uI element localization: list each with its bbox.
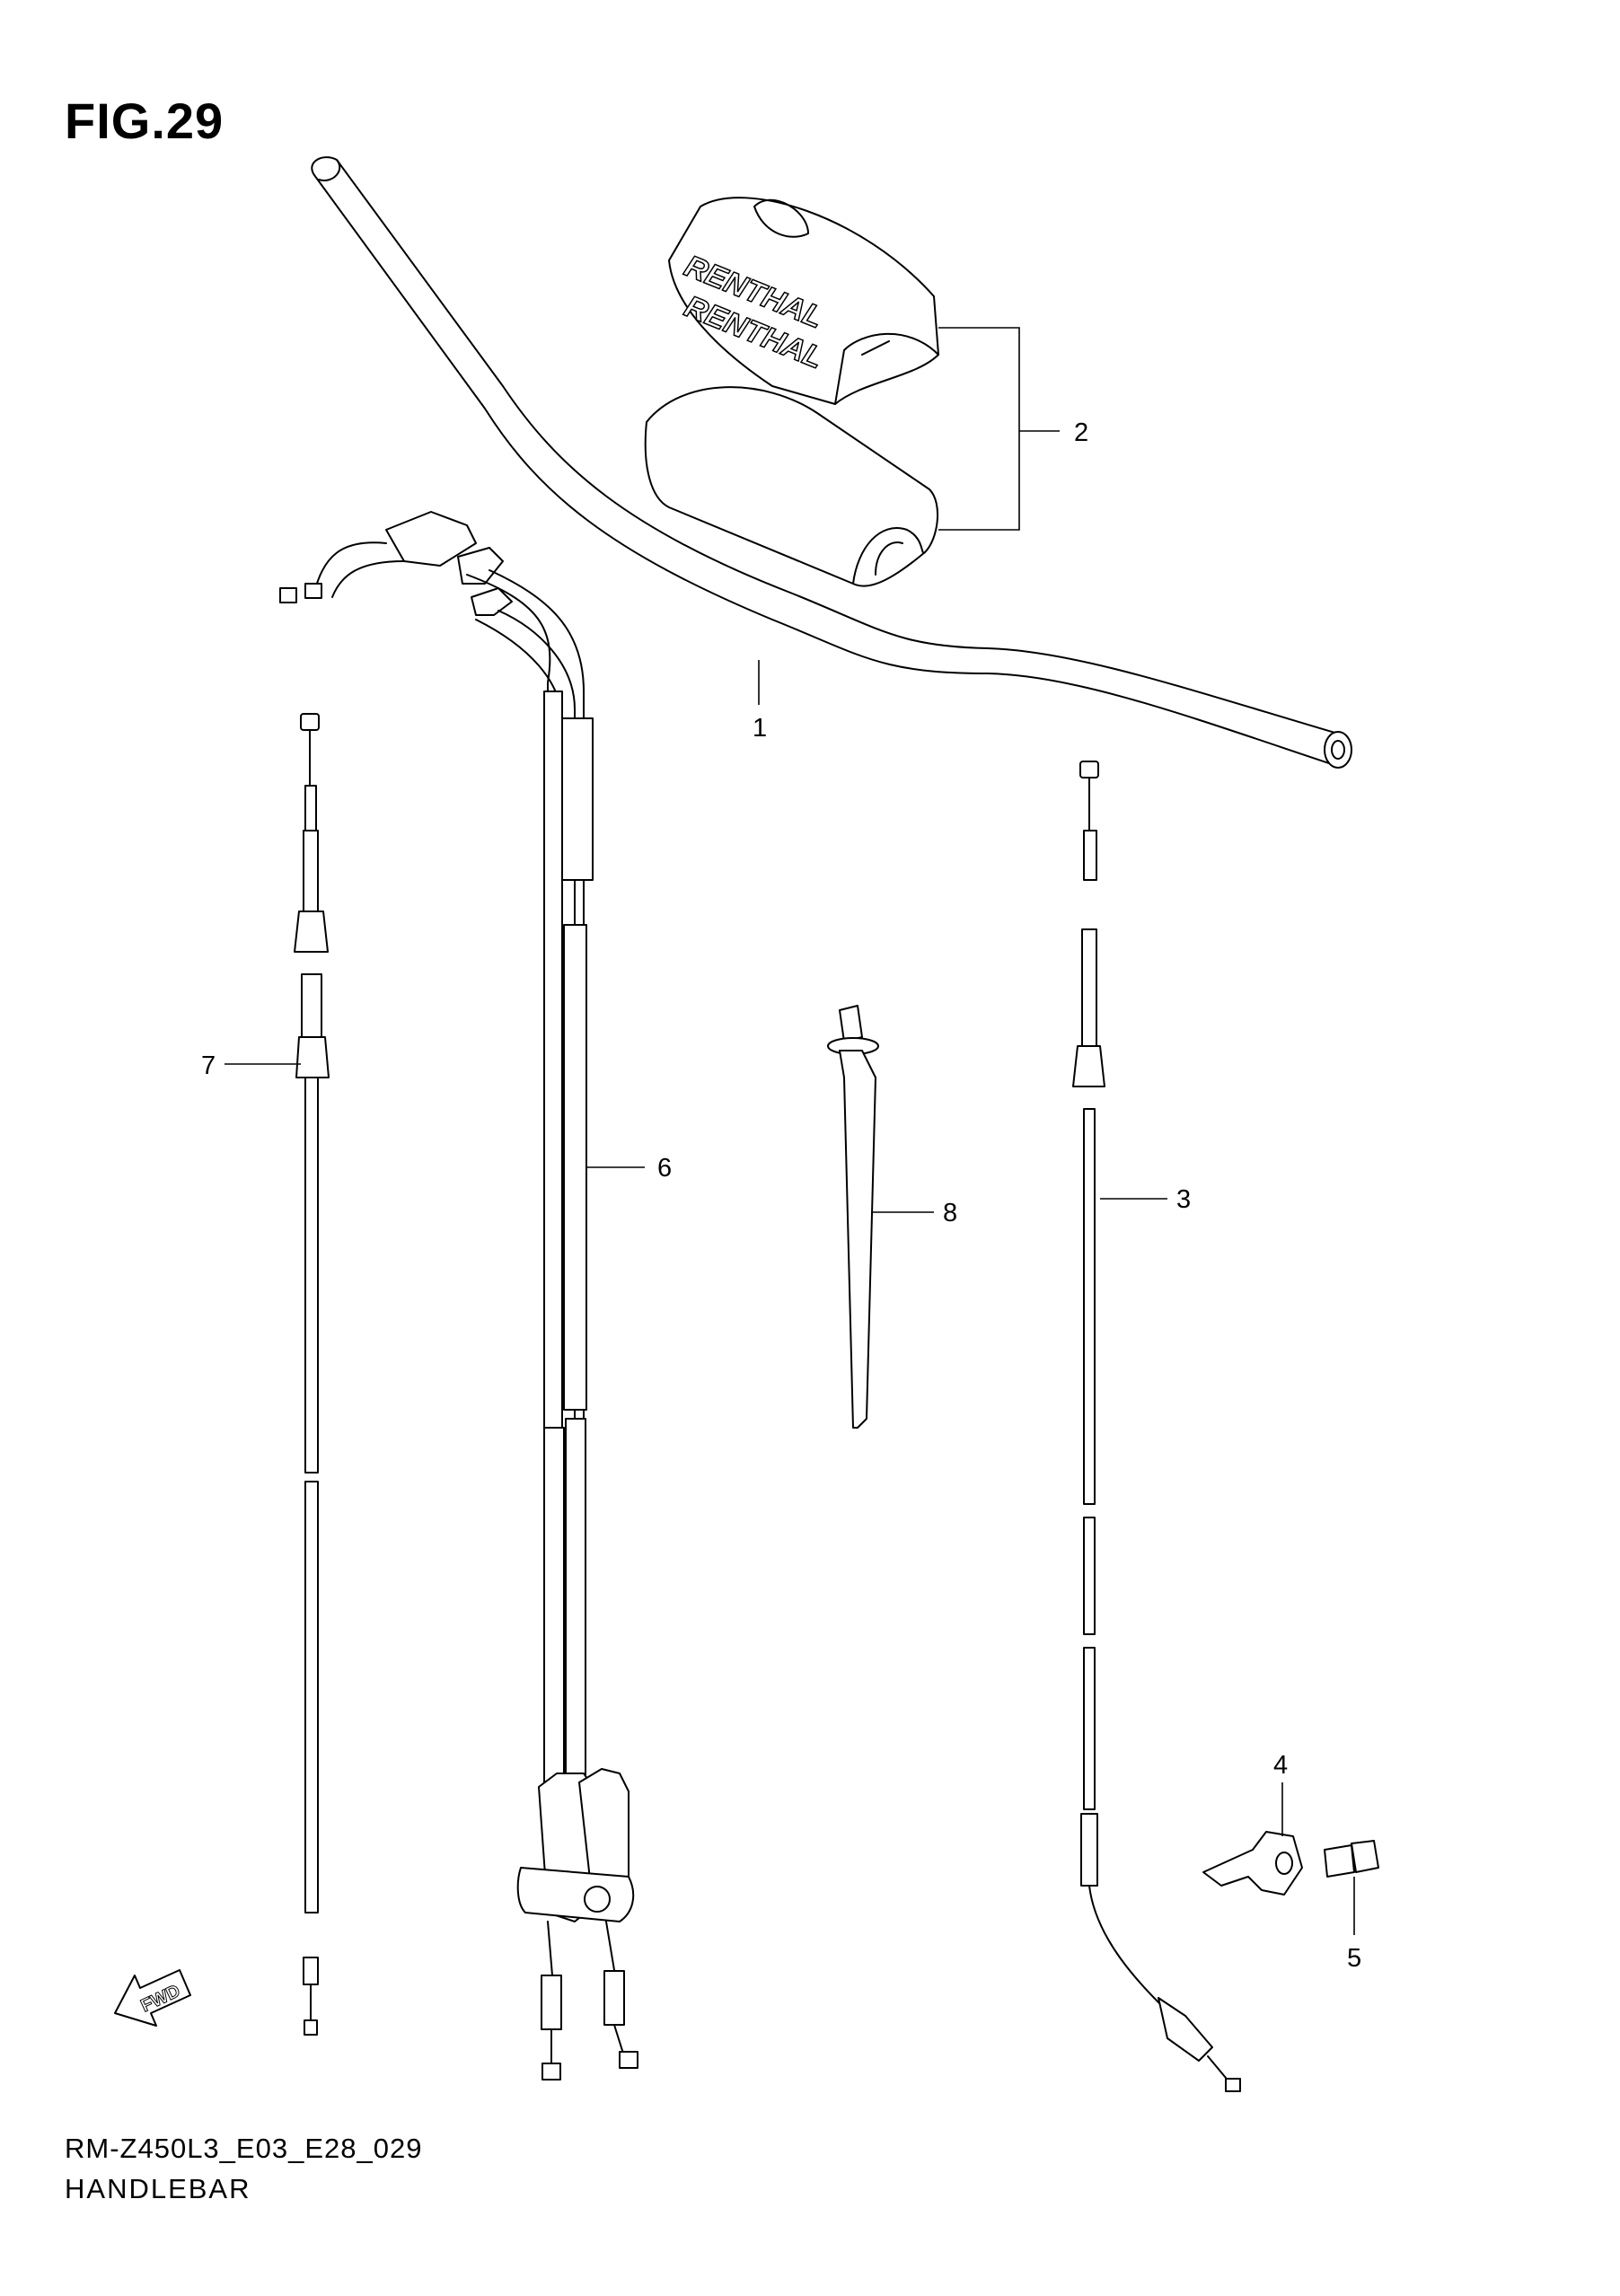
clamp [1202, 1782, 1303, 1896]
callout-4: 4 [1273, 1751, 1288, 1780]
cable-7 [225, 713, 330, 2036]
callout-5: 5 [1347, 1944, 1361, 1973]
handlebar [311, 156, 1352, 769]
bolt [1324, 1840, 1379, 1935]
callout-6: 6 [657, 1154, 672, 1183]
fwd-arrow-icon: FWD [114, 1969, 191, 2027]
cable-3 [1072, 761, 1241, 2092]
figure-name: HANDLEBAR [65, 2173, 251, 2204]
handlebar-pad: RENTHAL RENTHAL [644, 197, 939, 587]
cable-tie [827, 1005, 934, 1429]
callout-1: 1 [753, 714, 767, 743]
figure-code: RM-Z450L3_E03_E28_029 [65, 2133, 423, 2164]
callout-3: 3 [1176, 1185, 1191, 1214]
callout-8: 8 [943, 1199, 957, 1227]
figure-title: FIG.29 [65, 92, 225, 149]
callout-2: 2 [1074, 418, 1088, 447]
leader-2 [938, 327, 1060, 531]
throttle-cable [279, 511, 645, 2080]
callout-7: 7 [201, 1051, 216, 1080]
